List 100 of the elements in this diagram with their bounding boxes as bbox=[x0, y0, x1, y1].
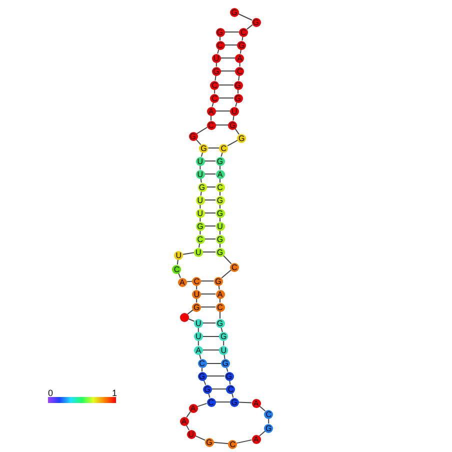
nucleotide-circle: C bbox=[210, 80, 220, 90]
nucleotide-circle: U bbox=[196, 196, 205, 204]
nucleotide-circle: G bbox=[192, 302, 202, 312]
nucleotide-circle: C bbox=[219, 144, 228, 152]
backbone-line bbox=[210, 115, 212, 121]
nucleotide-circle: G bbox=[216, 156, 224, 166]
nucleotide-circle: G bbox=[264, 424, 274, 432]
nucleotide-circle: A bbox=[252, 434, 260, 444]
nucleotide-circle: C bbox=[238, 28, 248, 36]
nucleotide-circle: C bbox=[228, 440, 238, 448]
nucleotide-circle: U bbox=[216, 222, 224, 230]
scale-label: 1 bbox=[112, 388, 118, 398]
nucleotide-circle: A bbox=[188, 404, 198, 412]
nucleotide-circle: G bbox=[219, 332, 228, 341]
nucleotide-circle: A bbox=[194, 346, 203, 354]
backbone-line bbox=[226, 367, 228, 372]
nucleotide-circle: A bbox=[180, 416, 188, 426]
nucleotide-circle: G bbox=[196, 222, 205, 230]
base-pair-line bbox=[220, 70, 236, 72]
backbone-line bbox=[222, 254, 232, 264]
nucleotide-circle: U bbox=[219, 346, 228, 354]
nucleotide-circle: A bbox=[216, 170, 224, 178]
nucleotide-circle: U bbox=[174, 250, 184, 260]
nucleotide-circle: G bbox=[234, 80, 242, 90]
nucleotide-circle: C bbox=[264, 410, 274, 418]
nucleotide-circle: U bbox=[194, 332, 203, 341]
backbone-line bbox=[246, 24, 253, 30]
nucleotide-circle: C bbox=[206, 120, 216, 130]
nucleotide-circle: U bbox=[194, 318, 203, 328]
backbone-line bbox=[182, 252, 194, 255]
backbone-line bbox=[221, 269, 232, 279]
nucleotide-circle: C bbox=[210, 94, 220, 102]
nucleotide-circle: C bbox=[226, 384, 236, 394]
base-pair-line bbox=[206, 363, 222, 364]
nucleotide-circle: U bbox=[194, 248, 203, 256]
nucleotide-circle: U bbox=[230, 106, 239, 116]
nucleotide-circle: A bbox=[206, 106, 216, 116]
nucleotide-circle: G bbox=[228, 120, 238, 130]
nucleotide-circle: U bbox=[192, 290, 202, 298]
nucleotide-circle: G bbox=[216, 234, 224, 244]
backbone-line bbox=[213, 442, 229, 444]
backbone-line bbox=[238, 13, 252, 21]
backbone-line bbox=[178, 272, 181, 278]
nucleotide-circle: G bbox=[214, 276, 223, 286]
nucleotide-circle: G bbox=[224, 372, 234, 380]
backbone-line bbox=[238, 74, 240, 82]
backbone-line bbox=[242, 36, 244, 42]
backbone-line bbox=[186, 280, 193, 282]
nucleotide-circle: G bbox=[204, 438, 214, 446]
nucleotide-circle: U bbox=[196, 156, 205, 166]
base-pair-line bbox=[206, 186, 216, 188]
base-pair-line bbox=[204, 238, 216, 240]
nucleotide-circle: G bbox=[216, 28, 224, 36]
backbone-line bbox=[198, 340, 199, 346]
nucleotide-circle: A bbox=[178, 278, 187, 286]
nucleotide-circle: G bbox=[199, 144, 208, 152]
backbone-line bbox=[238, 402, 252, 404]
scale-label: 0 bbox=[48, 388, 54, 398]
nucleotide-circle: C bbox=[230, 262, 239, 272]
base-pair-line bbox=[224, 44, 238, 46]
nucleotide-circle: G bbox=[198, 182, 206, 192]
backbone-line bbox=[214, 74, 216, 82]
nucleotide-circle: G bbox=[216, 208, 224, 218]
nucleotide-circle: A bbox=[235, 54, 244, 62]
base-pair-line bbox=[202, 336, 220, 337]
nucleotide-circle: G bbox=[198, 372, 206, 380]
nucleotide-circle: A bbox=[252, 398, 260, 408]
base-pair-line bbox=[200, 280, 214, 282]
nucleotide-circle: G bbox=[230, 8, 239, 16]
nucleotide-circle: C bbox=[216, 182, 224, 192]
nucleotide-circle: G bbox=[237, 134, 246, 142]
base-pair-line bbox=[218, 84, 234, 86]
base-pair-line bbox=[215, 124, 229, 126]
base-pair-line bbox=[211, 388, 227, 390]
backbone-line bbox=[223, 340, 224, 346]
nucleotide-circle: C bbox=[206, 398, 216, 406]
nucleotide-circle: U bbox=[196, 170, 205, 178]
base-pair-line bbox=[204, 160, 216, 162]
nucleotide-circle: G bbox=[216, 318, 224, 328]
backbone-line bbox=[196, 126, 208, 134]
nucleotide-circle: A bbox=[216, 290, 224, 298]
nucleotide-circle: C bbox=[196, 234, 205, 244]
nucleotide-circle: U bbox=[186, 430, 196, 438]
nucleotide-circle: C bbox=[192, 276, 202, 286]
nucleotide-circle: U bbox=[212, 54, 221, 62]
nucleotide-circle: C bbox=[216, 302, 224, 312]
backbone-line bbox=[196, 402, 208, 408]
backbone-line bbox=[176, 258, 179, 266]
nucleotide-circle: C bbox=[172, 264, 182, 274]
nucleotide-circle: G bbox=[216, 196, 224, 204]
base-pair-line bbox=[215, 110, 230, 112]
backbone-line bbox=[236, 439, 252, 444]
nucleotide-circle: G bbox=[220, 359, 230, 368]
nucleotide-circle: G bbox=[237, 40, 246, 50]
backbone-line bbox=[258, 405, 266, 412]
base-pair-line bbox=[200, 306, 216, 308]
nucleotide-circle: C bbox=[216, 40, 224, 50]
nucleotide-circle: G bbox=[230, 398, 239, 406]
nucleotide-circle: C bbox=[198, 359, 206, 368]
nucleotide-circle: G bbox=[212, 66, 221, 76]
